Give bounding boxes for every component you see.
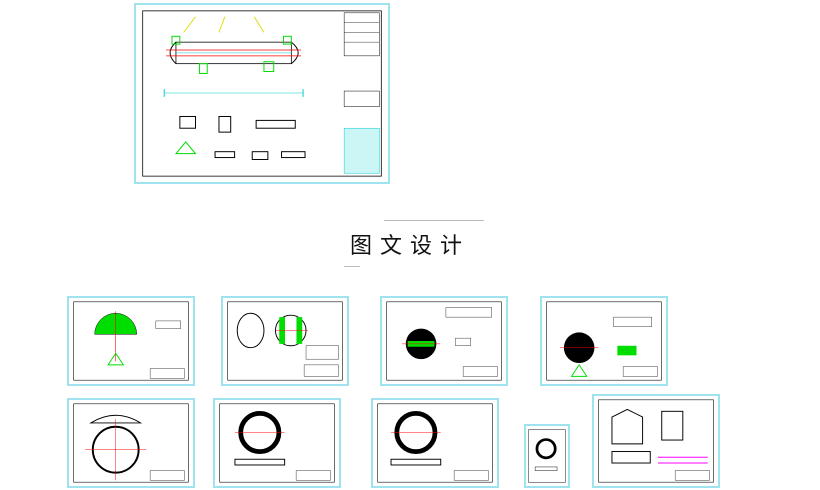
flange-detail-drawing[interactable] (221, 296, 349, 386)
ring-flange-graphic-2 (377, 403, 493, 483)
page-heading: 图文设计 (349, 234, 470, 259)
main-assembly-graphic (142, 10, 382, 177)
tubesheet-drawing[interactable] (380, 296, 508, 386)
main-assembly-drawing[interactable] (134, 3, 390, 184)
head-detail-graphic (73, 301, 189, 381)
support-drawing[interactable] (592, 394, 720, 488)
head-detail-drawing[interactable] (67, 296, 195, 386)
flange-detail-graphic (227, 301, 343, 381)
gasket-graphic (528, 429, 566, 483)
tubesheet-graphic (386, 301, 502, 381)
gasket-drawing[interactable] (524, 424, 570, 488)
support-graphic (598, 399, 714, 483)
ring-flange-drawing-2[interactable] (371, 398, 499, 488)
divider-line (344, 266, 360, 267)
ellipsoidal-head-drawing[interactable] (67, 398, 195, 488)
ring-flange-drawing[interactable] (213, 398, 341, 488)
ring-flange-graphic (219, 403, 335, 483)
tubesheet-detail-graphic (546, 301, 662, 381)
tubesheet-detail-drawing[interactable] (540, 296, 668, 386)
divider-line (384, 220, 484, 221)
ellipsoidal-head-graphic (73, 403, 189, 483)
